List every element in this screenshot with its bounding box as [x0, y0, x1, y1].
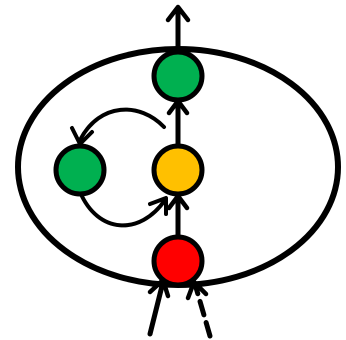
node-bottom-red — [151, 234, 205, 288]
node-center-yellow — [151, 143, 205, 197]
edge-outside-to-red — [147, 279, 166, 337]
node-top-green — [151, 49, 205, 103]
edge-left-green-to-yellow — [78, 190, 167, 228]
edge-yellow-to-left-green — [78, 107, 166, 142]
edge-left-green-to-yellow-arrowhead — [148, 196, 168, 216]
edge-red-to-outside-dashed — [192, 281, 213, 339]
node-left-green — [53, 143, 107, 197]
edge-top-green-to-outside-arrowhead — [165, 4, 191, 23]
